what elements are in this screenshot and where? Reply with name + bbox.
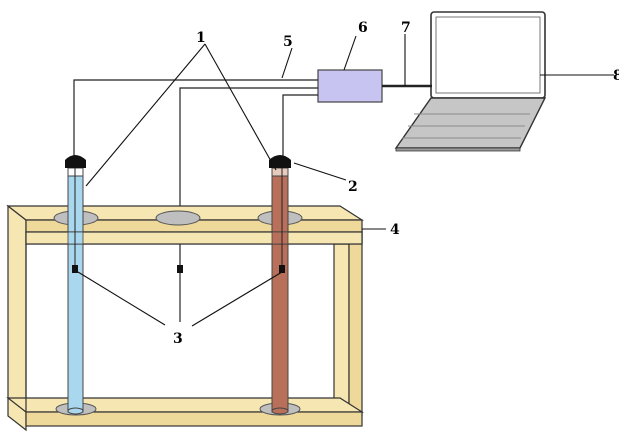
label-test-tube: 2: [348, 179, 358, 195]
laptop-screen-inner: [435, 16, 541, 94]
test-tube-brown: [269, 155, 291, 415]
sensor-left: [72, 265, 78, 273]
rubber-stopper-left: [65, 155, 86, 168]
data-logger-box: [317, 69, 383, 103]
label-wire: 5: [283, 34, 293, 50]
label-rack: 4: [390, 222, 400, 238]
label-rubber-stopper: 1: [196, 30, 206, 46]
rubber-stopper-right: [269, 155, 291, 168]
label-computer: 8: [613, 68, 619, 84]
laptop-computer: [394, 11, 547, 152]
laptop-screen: [430, 11, 546, 99]
sensor-middle: [177, 265, 183, 273]
label-usb-cable: 7: [401, 20, 411, 36]
rack-hole-middle: [155, 210, 201, 226]
sensor-right: [279, 265, 285, 273]
leader-lines: [77, 34, 614, 327]
label-sensor: 3: [173, 331, 183, 347]
laptop-keyboard: [394, 97, 547, 149]
label-data-logger: 6: [358, 20, 368, 36]
